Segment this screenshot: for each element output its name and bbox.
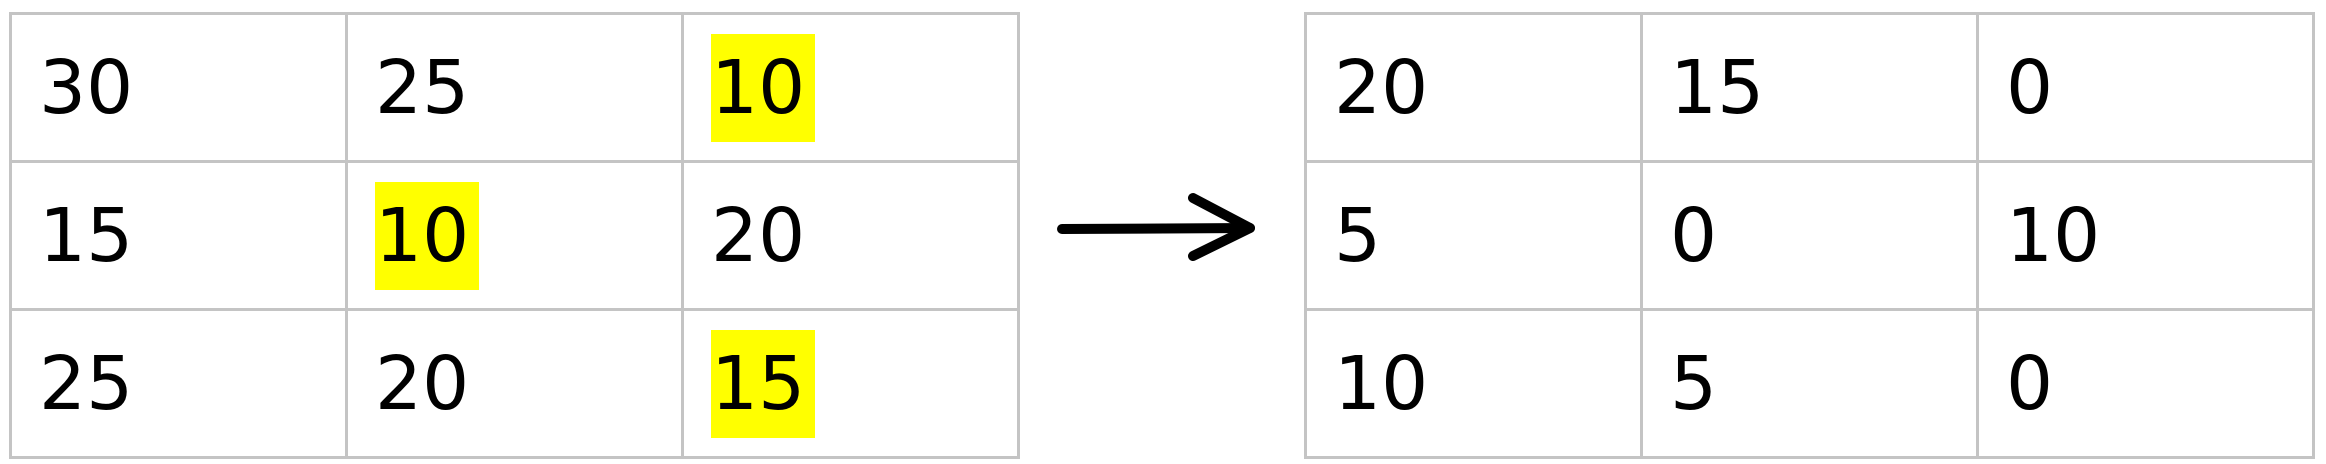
- right-cell-value: 20: [1334, 44, 1429, 131]
- right-cell-value: 10: [2006, 192, 2101, 279]
- right-cell-r2c1: 5: [1307, 163, 1643, 311]
- left-cell-r2c2-highlighted: 10: [348, 163, 684, 311]
- left-cell-value: 30: [39, 44, 134, 131]
- left-cell-value: 10: [375, 181, 480, 290]
- left-matrix: 30 25 10 15 10 20 25 20 15: [9, 12, 1020, 459]
- left-cell-r1c2: 25: [348, 15, 684, 163]
- left-cell-r2c1: 15: [12, 163, 348, 311]
- right-arrow-icon: [1057, 193, 1255, 261]
- right-matrix: 20 15 0 5 0 10 10 5 0: [1304, 12, 2315, 459]
- right-cell-r3c3: 0: [1979, 311, 2315, 459]
- left-cell-value: 15: [711, 329, 816, 438]
- right-cell-r1c2: 15: [1643, 15, 1979, 163]
- left-cell-value: 20: [711, 192, 806, 279]
- right-cell-value: 10: [1334, 340, 1429, 427]
- left-cell-value: 10: [711, 33, 816, 142]
- left-cell-r1c1: 30: [12, 15, 348, 163]
- right-cell-r3c1: 10: [1307, 311, 1643, 459]
- right-cell-r2c3: 10: [1979, 163, 2315, 311]
- right-cell-r1c3: 0: [1979, 15, 2315, 163]
- left-cell-value: 25: [39, 340, 134, 427]
- right-cell-value: 0: [2006, 340, 2054, 427]
- left-cell-r2c3: 20: [684, 163, 1020, 311]
- left-cell-value: 25: [375, 44, 470, 131]
- left-cell-r3c3-highlighted: 15: [684, 311, 1020, 459]
- left-cell-value: 15: [39, 192, 134, 279]
- right-cell-value: 0: [1670, 192, 1718, 279]
- left-cell-value: 20: [375, 340, 470, 427]
- left-cell-r1c3-highlighted: 10: [684, 15, 1020, 163]
- left-cell-r3c1: 25: [12, 311, 348, 459]
- right-cell-value: 5: [1334, 192, 1382, 279]
- right-cell-r3c2: 5: [1643, 311, 1979, 459]
- right-cell-value: 15: [1670, 44, 1765, 131]
- left-cell-r3c2: 20: [348, 311, 684, 459]
- right-cell-value: 5: [1670, 340, 1718, 427]
- right-cell-r2c2: 0: [1643, 163, 1979, 311]
- right-cell-value: 0: [2006, 44, 2054, 131]
- right-cell-r1c1: 20: [1307, 15, 1643, 163]
